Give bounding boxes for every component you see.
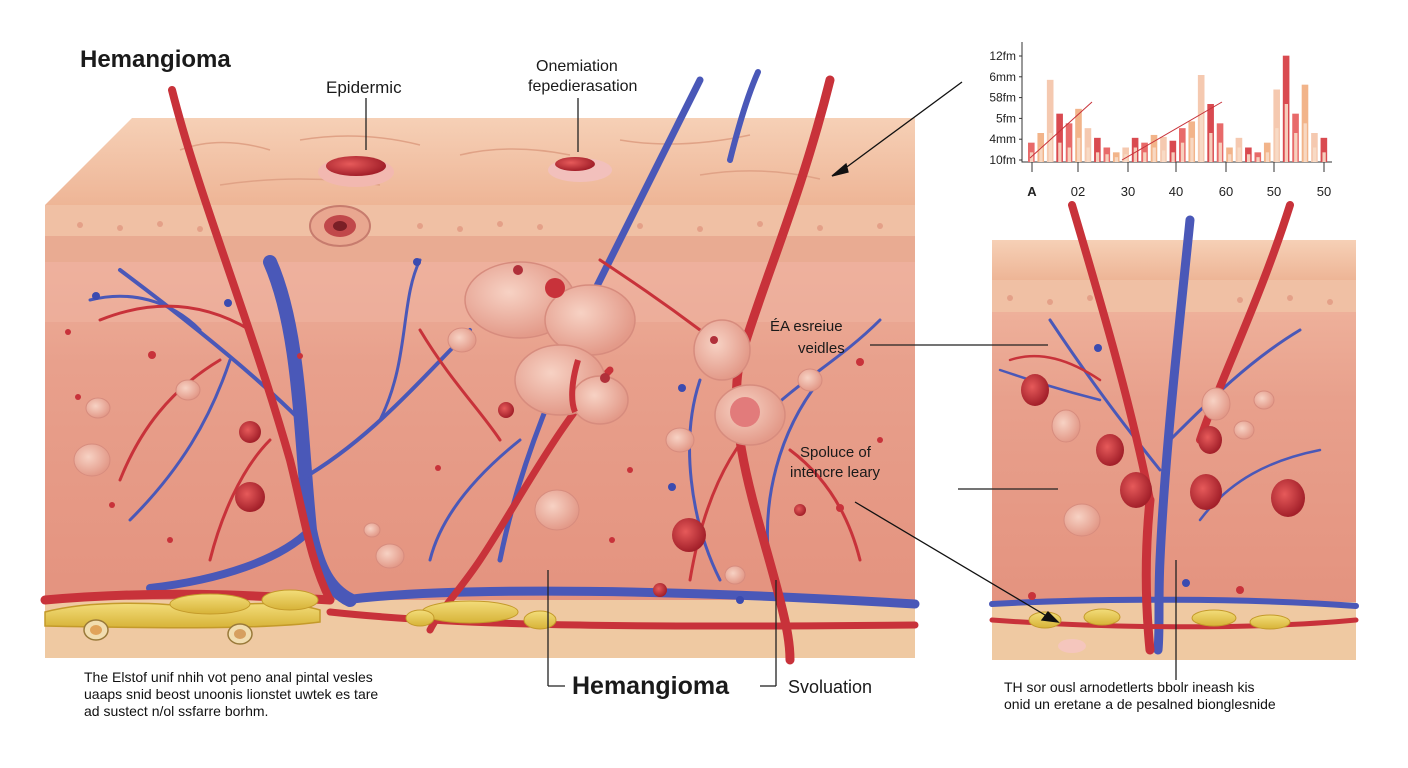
chart-bar (1095, 152, 1100, 162)
caption-left-line: The Elstof unif nhih vot peno anal pinta… (84, 669, 373, 685)
chart-bar (1039, 147, 1043, 162)
caption-right-line: TH sor ousl arnodetlerts bbolr ineash ki… (1004, 679, 1255, 695)
chart-bar (1075, 108, 1082, 162)
chart-bar (1067, 147, 1071, 162)
right-skin-block (989, 201, 1359, 660)
chart-bar (1160, 136, 1167, 162)
chart-y-tick-label: 4mm (989, 132, 1016, 146)
chart-bar (1133, 147, 1138, 162)
chart-bar (1058, 142, 1062, 162)
chart-bar (1143, 152, 1147, 162)
label-vessels-line2: veidles (798, 340, 845, 357)
chart-bar (1046, 79, 1054, 162)
label-spoluce-line2: intencre leary (790, 464, 881, 481)
caption-left: The Elstof unif nhih vot peno anal pinta… (84, 669, 378, 720)
label-epidermic: Epidermic (326, 78, 402, 97)
chart-bar (1077, 137, 1081, 162)
chart-bar (1105, 154, 1109, 162)
chart-bar (1084, 128, 1092, 162)
chart-bar (1273, 89, 1280, 162)
caption-right-line: onid un eretane a de pesalned bionglesni… (1004, 696, 1276, 712)
chart-bar (1301, 84, 1309, 162)
chart-bar (1228, 154, 1232, 162)
chart-bar (1218, 142, 1222, 162)
caption-left-line: uaaps snid beost unoonis lionstet uwtek … (84, 686, 379, 702)
chart-bar (1190, 137, 1194, 162)
chart-bar (1169, 140, 1177, 162)
chart-bar (1237, 147, 1241, 162)
chart-bar (1199, 113, 1204, 162)
chart-bar (1048, 133, 1053, 162)
chart-x-tick-label: 30 (1121, 184, 1135, 199)
chart-x-tick-label: 02 (1071, 184, 1085, 199)
chart-x-tick-label: 60 (1219, 184, 1233, 199)
chart-bar (1275, 128, 1279, 162)
chart-bar (1320, 137, 1328, 162)
hemangioma-cluster (464, 261, 636, 425)
chart-bar (1065, 123, 1073, 162)
chart-bar (1209, 133, 1213, 162)
chart-bar (1313, 147, 1317, 162)
chart-bar (1265, 152, 1270, 162)
chart-y-tick-label: 58fm (989, 91, 1016, 105)
chart-bar (1114, 157, 1119, 162)
main-title: Hemangioma (80, 46, 231, 73)
chart-bar (1294, 133, 1298, 162)
chart-x-tick-label: 50 (1267, 184, 1281, 199)
fat-tissue (44, 589, 557, 645)
chart-bar (1152, 147, 1156, 162)
chart-bar (1256, 157, 1260, 162)
dermis-cells (73, 327, 823, 597)
chart-bar (1180, 142, 1185, 162)
chart-y-tick-label: 12fm (989, 49, 1016, 63)
leader-arrows (831, 81, 1060, 623)
label-orientation-line2: fepedierasation (528, 78, 638, 95)
caption-right: TH sor ousl arnodetlerts bbolr ineash ki… (1004, 679, 1276, 713)
label-center-title: Hemangioma (572, 672, 729, 700)
chart-y-tick-label: 6mm (989, 70, 1016, 84)
chart-x-tick-label: 50 (1317, 184, 1331, 199)
chart-bar (1171, 152, 1175, 162)
chart-bar (1254, 152, 1262, 162)
chart-x-tick-label: 40 (1169, 184, 1183, 199)
left-skin-block (40, 69, 920, 665)
chart-bar (1303, 123, 1307, 162)
chart-bar (1056, 113, 1063, 162)
chart-bar (1246, 154, 1251, 162)
chart-y-tick-label: 10fm (989, 153, 1016, 167)
chart-bar (1162, 150, 1166, 162)
label-vessels-line1: ÉA esreiue (770, 318, 843, 335)
chart-y-tick-label: 5fm (996, 111, 1016, 125)
inset-bar-chart: 12fm 6mm 58fm 5fm 4mm 10fm A 02 30 40 60 50 50 (989, 42, 1332, 199)
chart-bar (1284, 104, 1289, 162)
chart-trend-line (1029, 101, 1223, 161)
label-orientation-line1: Onemiation (536, 58, 618, 75)
chart-bar (1322, 152, 1326, 162)
leader-lines (365, 98, 1177, 687)
chart-bar (1112, 152, 1120, 162)
caption-left-line: ad sustect n/ol ssfarre borhm. (84, 703, 269, 719)
chart-x-tick-label: A (1027, 184, 1037, 199)
small-dots (65, 258, 883, 604)
chart-bar (1094, 137, 1101, 162)
epidermis-top-surface (45, 118, 915, 205)
label-spoluce-line1: Spoluce of (800, 444, 871, 461)
label-evolution: Svoluation (788, 677, 873, 697)
chart-bar (1086, 147, 1090, 162)
